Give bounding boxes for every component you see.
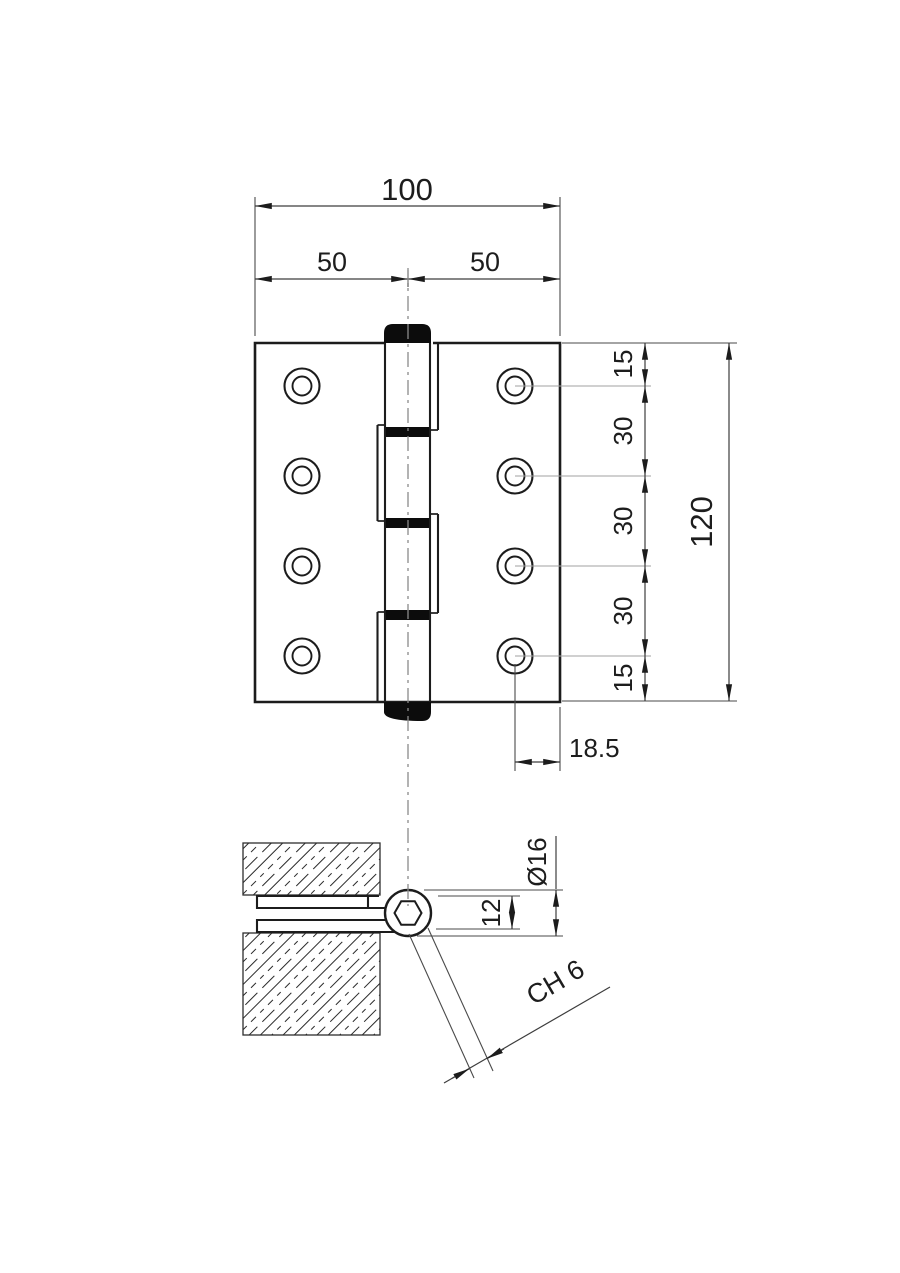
pin-bottom-cap	[384, 702, 431, 721]
dim-pin-diameter-label: Ø16	[522, 837, 552, 886]
upper-leaf-section	[255, 894, 400, 910]
dim-pin-diameter: Ø16	[417, 836, 563, 937]
dim-overall-height: 120	[684, 342, 733, 702]
dim-leaf-stack: 12	[436, 895, 520, 930]
dim-chain-label: 30	[608, 417, 638, 446]
washer	[386, 427, 429, 437]
dim-chain-label: 15	[608, 664, 638, 693]
section-view: Ø16 12 CH 6	[242, 836, 611, 1084]
front-view: 100 50 50 15 30 30 30 15 12	[253, 172, 737, 771]
dim-chain-label: 30	[608, 597, 638, 626]
screw-hole	[283, 547, 321, 585]
screw-hole	[283, 457, 321, 495]
hole-leader-lines	[515, 385, 651, 657]
screw-hole	[283, 637, 321, 675]
hex-socket	[393, 900, 423, 926]
dim-half-right-label: 50	[470, 247, 500, 277]
dim-half-left-label: 50	[317, 247, 347, 277]
dim-hole-offset: 18.5	[514, 664, 620, 771]
dim-hole-offset-label: 18.5	[569, 733, 620, 763]
dim-chain-label: 15	[608, 350, 638, 379]
dim-overall-height-label: 120	[684, 496, 719, 548]
screw-hole	[283, 367, 321, 405]
dim-leaf-stack-label: 12	[476, 899, 506, 928]
door-panel-hatch-bottom	[242, 932, 381, 1036]
door-panel-hatch-top	[242, 842, 381, 896]
dim-half-widths: 50 50	[254, 247, 561, 287]
dim-overall-width: 100	[254, 172, 561, 336]
leaf-sections	[255, 894, 406, 934]
dim-overall-width-label: 100	[381, 172, 433, 207]
dim-chamfer: CH 6	[408, 927, 611, 1084]
dim-chamfer-label: CH 6	[521, 954, 589, 1011]
dim-chain-label: 30	[608, 507, 638, 536]
lower-leaf-section	[255, 918, 406, 934]
dim-hole-spacing-chain: 15 30 30 30 15	[562, 342, 737, 702]
